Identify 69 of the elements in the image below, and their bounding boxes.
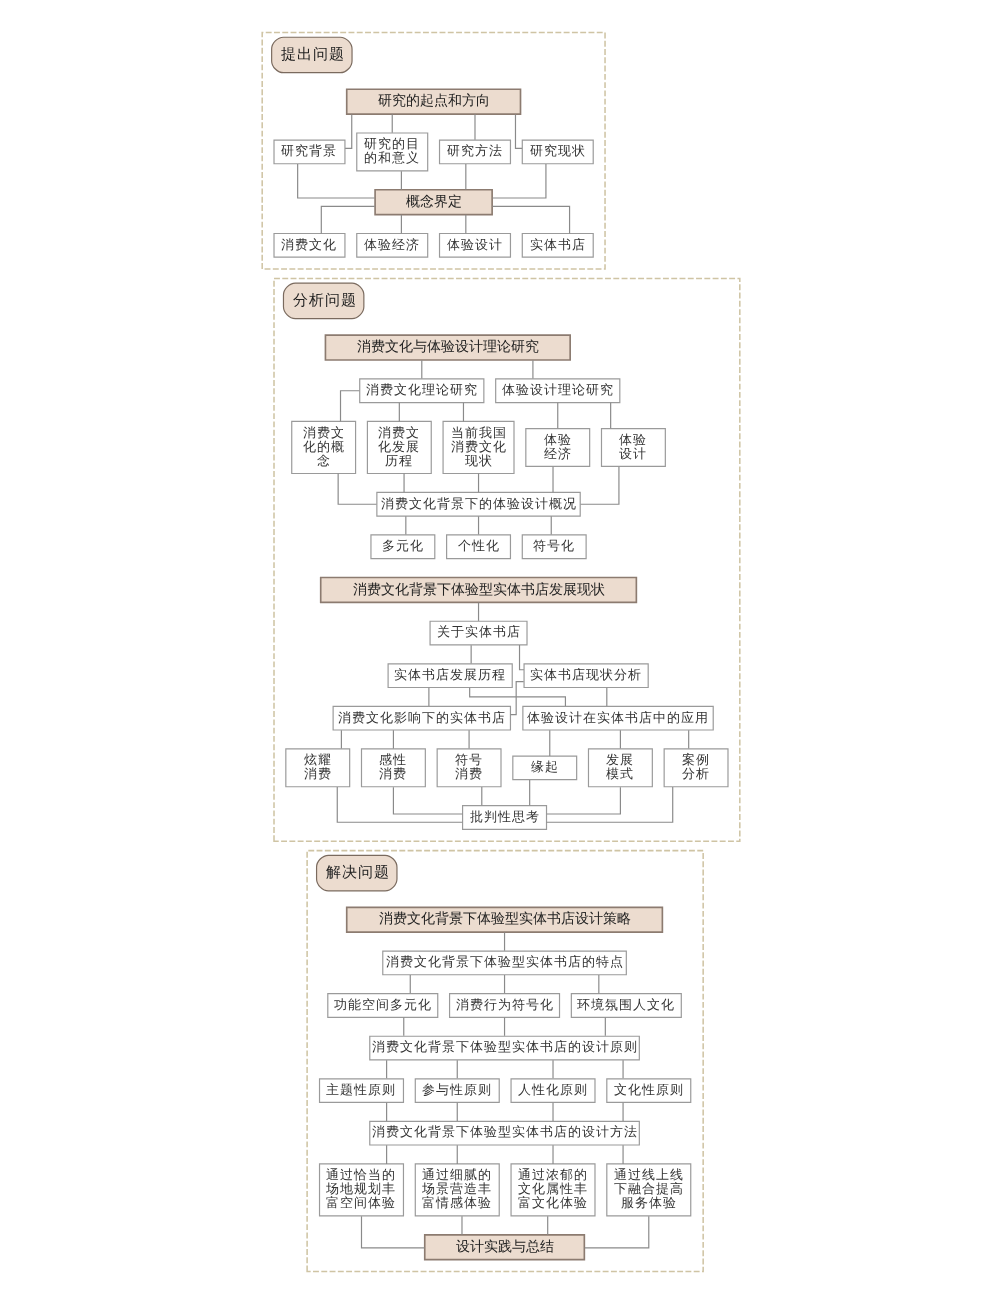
connector [455, 1059, 457, 1079]
connector [385, 1102, 387, 1122]
connector [469, 644, 471, 664]
connector [460, 1215, 462, 1236]
connector [427, 687, 429, 707]
connector [319, 205, 375, 234]
connector [408, 974, 410, 994]
connector [476, 472, 479, 493]
connector [578, 466, 619, 505]
connector [502, 974, 505, 994]
connector [404, 515, 406, 536]
connector [391, 786, 463, 815]
connector [359, 1215, 425, 1249]
connector [455, 1144, 457, 1165]
connector [513, 113, 522, 149]
connector [464, 214, 466, 234]
connector [461, 402, 464, 423]
connector [583, 1215, 649, 1249]
connector [336, 472, 377, 505]
connector [609, 402, 611, 429]
connector [551, 1144, 553, 1165]
connector [597, 974, 599, 994]
connector [343, 113, 352, 149]
connector [556, 402, 558, 429]
connector [621, 1059, 623, 1079]
connector [502, 1017, 505, 1037]
connector [531, 359, 533, 380]
connector [385, 1144, 387, 1165]
connector [621, 1102, 623, 1122]
connector [335, 786, 462, 823]
connector [551, 1102, 553, 1122]
connector [605, 687, 607, 707]
connector [420, 359, 422, 380]
connector [476, 515, 479, 536]
connector [548, 729, 550, 757]
connector [397, 402, 399, 423]
connector [502, 931, 505, 952]
connector [476, 602, 479, 622]
connector [467, 729, 469, 750]
connector [490, 163, 546, 199]
connector [618, 729, 620, 750]
connector [528, 779, 530, 807]
connector [490, 205, 570, 234]
connector [551, 466, 553, 493]
connector [338, 390, 359, 422]
connector [391, 729, 393, 750]
connector [545, 786, 620, 815]
connector [480, 786, 482, 806]
connector [546, 1215, 548, 1236]
connector [468, 687, 565, 707]
connector [339, 729, 341, 750]
connector [402, 472, 404, 493]
connector [687, 729, 689, 750]
connector [390, 113, 392, 134]
connector [551, 1059, 553, 1079]
connector [399, 214, 401, 234]
connector [402, 1017, 404, 1037]
connector [464, 163, 466, 190]
connector [473, 113, 475, 141]
connector [455, 1102, 457, 1122]
connector [544, 786, 673, 823]
connector [296, 163, 375, 199]
connector [517, 644, 524, 671]
connector [621, 1144, 623, 1165]
connector [603, 1017, 605, 1037]
connector [399, 170, 401, 191]
connector [508, 680, 524, 716]
connector [385, 1059, 387, 1079]
connector [549, 515, 551, 536]
